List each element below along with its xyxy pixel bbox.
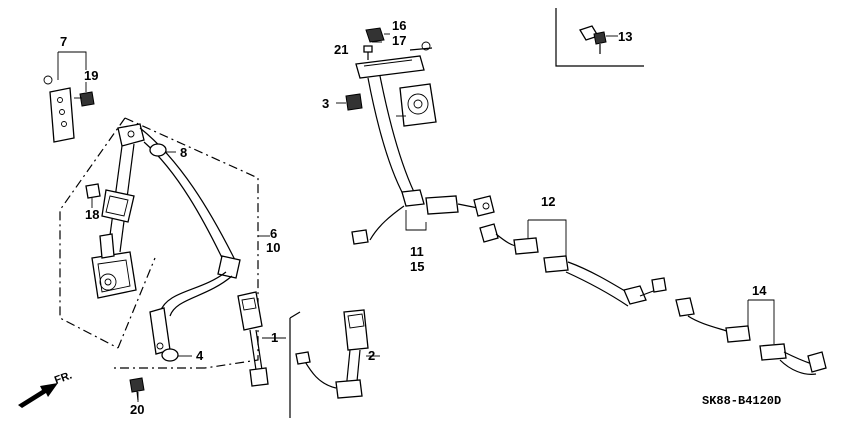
callout-3: 3 <box>322 96 329 111</box>
cover-16 <box>365 27 390 43</box>
callout-4: 4 <box>196 348 204 363</box>
center-belt-12 <box>479 219 667 307</box>
inset-boundary <box>555 8 644 67</box>
callout-7: 7 <box>60 34 67 49</box>
clip-3 <box>336 93 363 111</box>
bolt-20 <box>129 377 145 401</box>
bolt-19 <box>79 91 95 107</box>
height-adjuster <box>43 75 95 143</box>
callout-15: 15 <box>410 259 424 274</box>
lower-anchor <box>149 307 171 355</box>
cap-4 <box>161 348 179 362</box>
buckle-2 <box>295 309 369 399</box>
belt-tongue <box>217 255 241 279</box>
callout-18: 18 <box>85 207 99 222</box>
rear-retractor <box>399 83 437 127</box>
callout-20: 20 <box>130 402 144 417</box>
callout-6: 6 <box>270 226 277 241</box>
bolt-13 <box>579 25 618 54</box>
upper-anchor <box>117 123 145 147</box>
callout-14: 14 <box>752 283 767 298</box>
direction-label: FR. <box>53 369 74 386</box>
assembly-boundary <box>124 117 259 369</box>
callout-16: 16 <box>392 18 406 33</box>
rear-belt-assembly <box>351 41 495 245</box>
callout-12: 12 <box>541 194 555 209</box>
callout-21: 21 <box>334 42 348 57</box>
clip-18 <box>85 183 101 199</box>
callout-8: 8 <box>180 145 187 160</box>
callout-13: 13 <box>618 29 632 44</box>
callout-11: 11 <box>410 244 424 259</box>
screw-21 <box>363 45 373 60</box>
upper-guide <box>355 55 425 79</box>
cap-8 <box>149 143 167 157</box>
buckle-1 <box>237 291 269 387</box>
callout-10: 10 <box>266 240 280 255</box>
center-belt-14 <box>675 297 827 375</box>
diagram-code: SK88-B4120D <box>702 394 781 408</box>
callout-19: 19 <box>84 68 98 83</box>
retractor-body <box>91 233 137 299</box>
front-direction-arrow <box>18 383 58 408</box>
callout-1: 1 <box>271 330 278 345</box>
callout-17: 17 <box>392 33 406 48</box>
callout-2: 2 <box>368 348 375 363</box>
front-belt-assembly <box>59 117 259 369</box>
